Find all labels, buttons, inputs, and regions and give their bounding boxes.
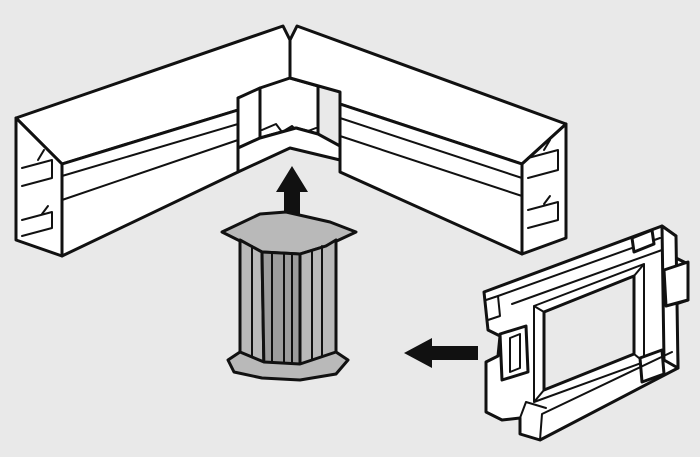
right-end-clip-bottom	[527, 201, 559, 229]
frame-left-tab-top	[498, 324, 530, 382]
arrow-left-icon	[404, 338, 478, 368]
insert-ribs	[251, 245, 323, 375]
right-arm-edge-lines	[339, 117, 523, 197]
right-end-clip-teeth	[543, 139, 551, 205]
mitre-seam	[282, 25, 298, 41]
frame-left-tab-face	[509, 333, 521, 373]
frame-right-tab-top	[662, 260, 690, 308]
insert-body-center	[260, 250, 302, 378]
frame-top-clip	[630, 228, 656, 254]
left-end-clip-top	[21, 159, 53, 187]
accessory-frame	[482, 224, 690, 442]
corner-trunking	[14, 24, 568, 258]
frame-left-notch	[485, 295, 501, 321]
left-end-clip-bottom	[21, 211, 53, 237]
left-end-clip-teeth	[37, 149, 49, 215]
right-end-clip-top	[527, 149, 559, 179]
left-arm-edge-lines	[61, 123, 239, 201]
left-arm-end-face	[14, 116, 64, 258]
frame-bottom-lip	[519, 351, 673, 441]
insert-bottom-flange	[226, 350, 350, 382]
internal-corner-insert	[220, 210, 358, 382]
